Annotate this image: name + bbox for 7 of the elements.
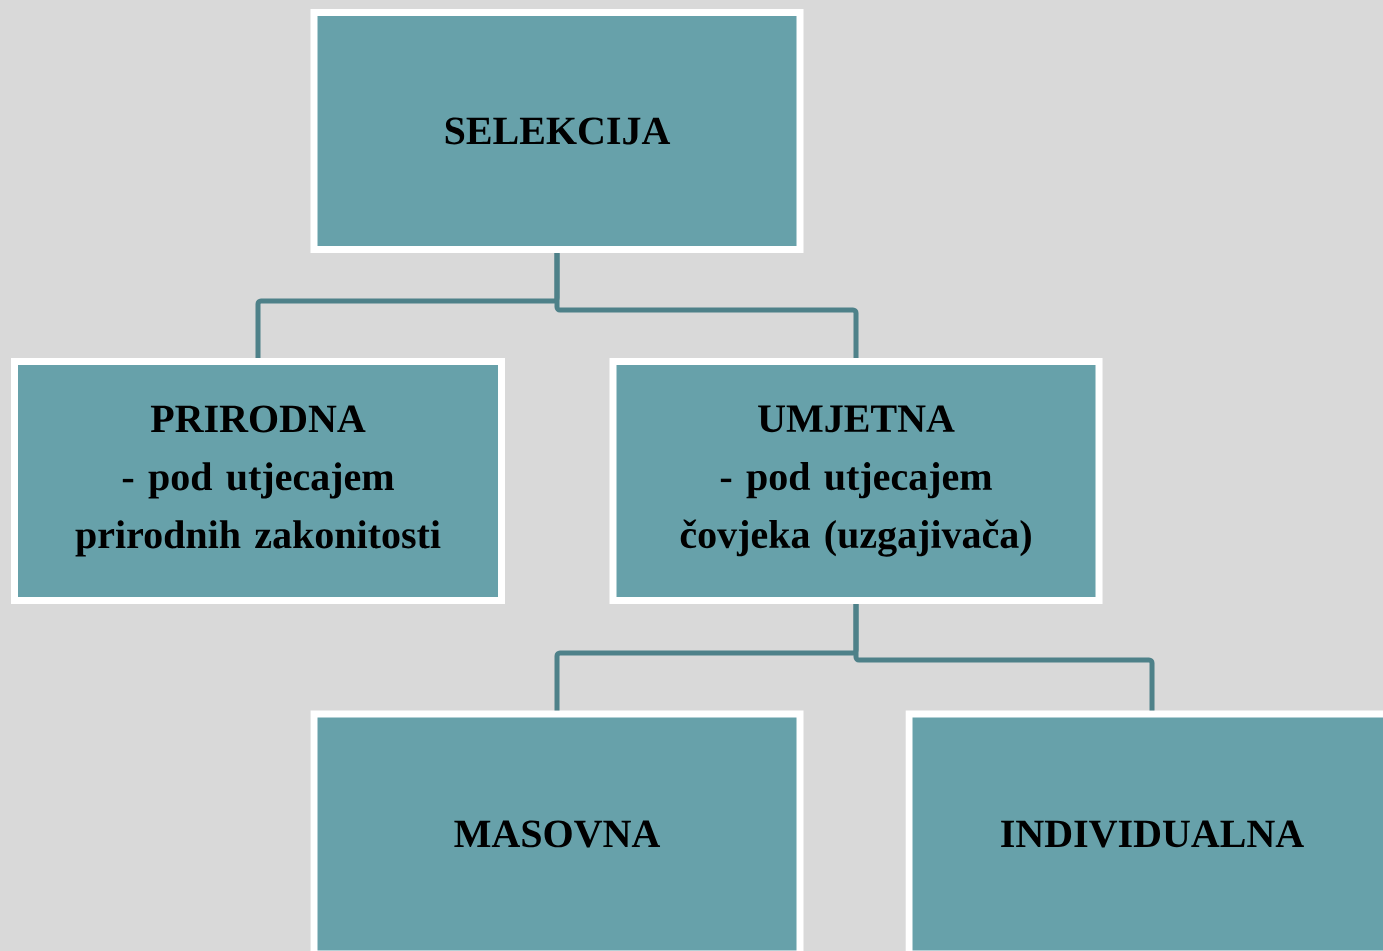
category-box: PRIRODNA - pod utjecajem prirodnih zakonitosti: [11, 358, 505, 604]
category-box: INDIVIDUALNA: [905, 710, 1383, 951]
connector-line: [554, 253, 859, 358]
category-box: SELEKCIJA: [310, 9, 804, 253]
category-box: UMJETNA - pod utjecajem čovjeka (uzgajivača): [609, 358, 1103, 604]
connector-line: [853, 604, 1155, 711]
category-box: MASOVNA: [310, 710, 804, 951]
